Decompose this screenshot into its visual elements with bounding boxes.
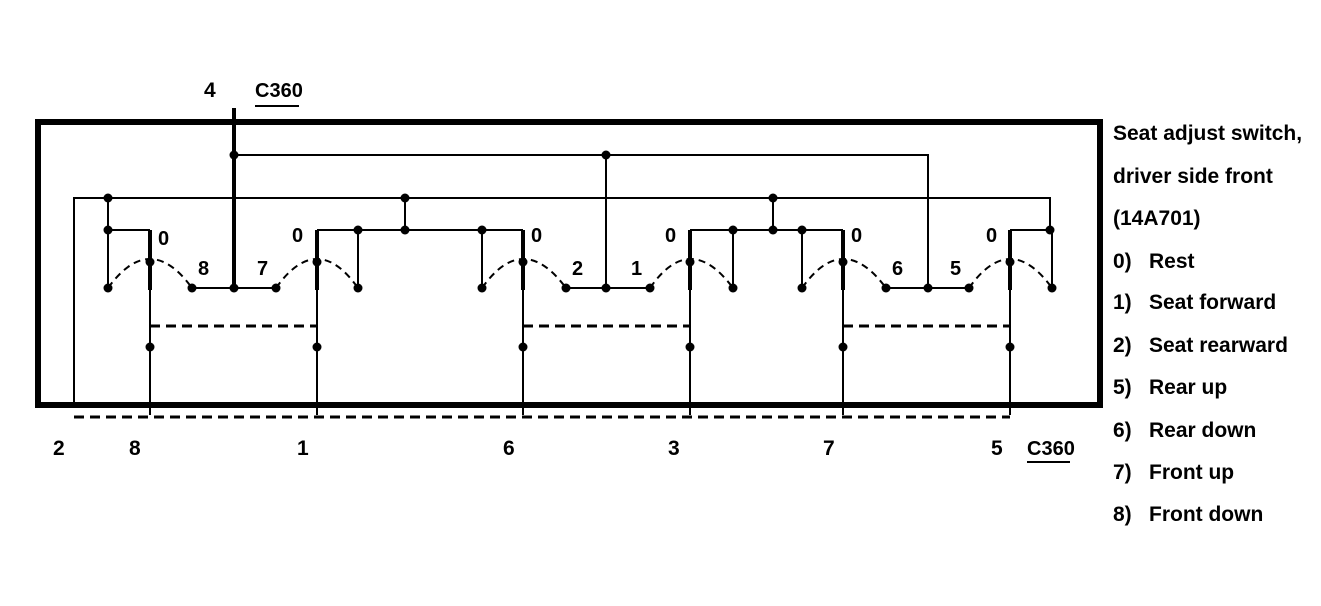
junction-dot (1045, 225, 1055, 235)
legend-title-line: Seat adjust switch, (1113, 122, 1302, 145)
junction-dot (797, 225, 807, 235)
pin-label: 6 (503, 437, 515, 460)
rest-contact-wire (1010, 229, 1053, 288)
junction-dot (728, 225, 738, 235)
legend-item-key: 0) (1113, 250, 1132, 273)
switch-contact (353, 283, 363, 293)
position-label: 8 (198, 258, 209, 280)
switch-pivot (685, 257, 695, 267)
position-label: 1 (631, 258, 642, 280)
junction-dot (103, 225, 113, 235)
top-connector-label: C360 (255, 80, 303, 102)
junction-dot (477, 225, 487, 235)
position-label: 0 (531, 225, 542, 247)
switch-contact (312, 342, 322, 352)
junction-dot (103, 193, 113, 203)
junction-dot (601, 283, 611, 293)
switch-contact (477, 283, 487, 293)
legend-item-text: Front down (1149, 503, 1263, 526)
legend-title-line: driver side front (1113, 165, 1273, 188)
upper-bus-wire (234, 154, 929, 288)
switch-pivot (838, 257, 848, 267)
pin-label: 7 (823, 437, 835, 460)
switch-contact (685, 342, 695, 352)
wiring-group (73, 108, 1057, 419)
rest-contact-wire (317, 229, 359, 288)
legend-item-text: Seat forward (1149, 291, 1276, 314)
bottom-connector-label: C360 (1027, 438, 1075, 460)
junction-dot (400, 193, 410, 203)
rest-contact-wire (107, 229, 150, 288)
lower-bus-wire (73, 197, 1051, 408)
pin-label: 1 (297, 437, 309, 460)
legend-item-text: Front up (1149, 461, 1234, 484)
position-label: 0 (158, 228, 169, 250)
legend-item-key: 1) (1113, 291, 1132, 314)
position-label: 7 (257, 258, 268, 280)
switch-contact (838, 342, 848, 352)
switch-contact (145, 342, 155, 352)
legend-item-text: Rear up (1149, 376, 1227, 399)
legend-item-key: 6) (1113, 419, 1132, 442)
switch-contact (103, 283, 113, 293)
switch-contact (728, 283, 738, 293)
junction-dot (353, 225, 363, 235)
legend-item-key: 8) (1113, 503, 1132, 526)
legend-item-text: Rear down (1149, 419, 1256, 442)
junction-dot (229, 283, 239, 293)
legend-title-line: (14A701) (1113, 207, 1201, 230)
pin-label: 2 (53, 437, 65, 460)
switch-pivot (145, 257, 155, 267)
switch-contact (518, 342, 528, 352)
position-label: 0 (851, 225, 862, 247)
junction-dot (923, 283, 933, 293)
junction-dot (229, 150, 239, 160)
rest-contact-wire (690, 229, 734, 288)
junction-dot (601, 150, 611, 160)
position-label: 2 (572, 258, 583, 280)
junction-dot (400, 225, 410, 235)
top-pin-label: 4 (204, 79, 216, 102)
pin-label: 3 (668, 437, 680, 460)
switch-pivot (312, 257, 322, 267)
position-label: 0 (292, 225, 303, 247)
legend-item-key: 7) (1113, 461, 1132, 484)
switch-contact (1005, 342, 1015, 352)
legend-item-text: Seat rearward (1149, 334, 1288, 357)
junction-dot (768, 193, 778, 203)
pin-label: 8 (129, 437, 141, 460)
legend-item-key: 5) (1113, 376, 1132, 399)
switch-housing (35, 119, 1103, 408)
position-label: 5 (950, 258, 961, 280)
switch-pivot (518, 257, 528, 267)
position-label: 0 (665, 225, 676, 247)
position-label: 0 (986, 225, 997, 247)
junction-dot (768, 225, 778, 235)
rest-contact-wire (801, 229, 843, 288)
rest-contact-wire (481, 229, 523, 288)
switch-contact (797, 283, 807, 293)
switch-contact (1047, 283, 1057, 293)
legend-item-key: 2) (1113, 334, 1132, 357)
pin-label: 5 (991, 437, 1003, 460)
switch-pivot (1005, 257, 1015, 267)
position-label: 6 (892, 258, 903, 280)
legend-item-text: Rest (1149, 250, 1195, 273)
